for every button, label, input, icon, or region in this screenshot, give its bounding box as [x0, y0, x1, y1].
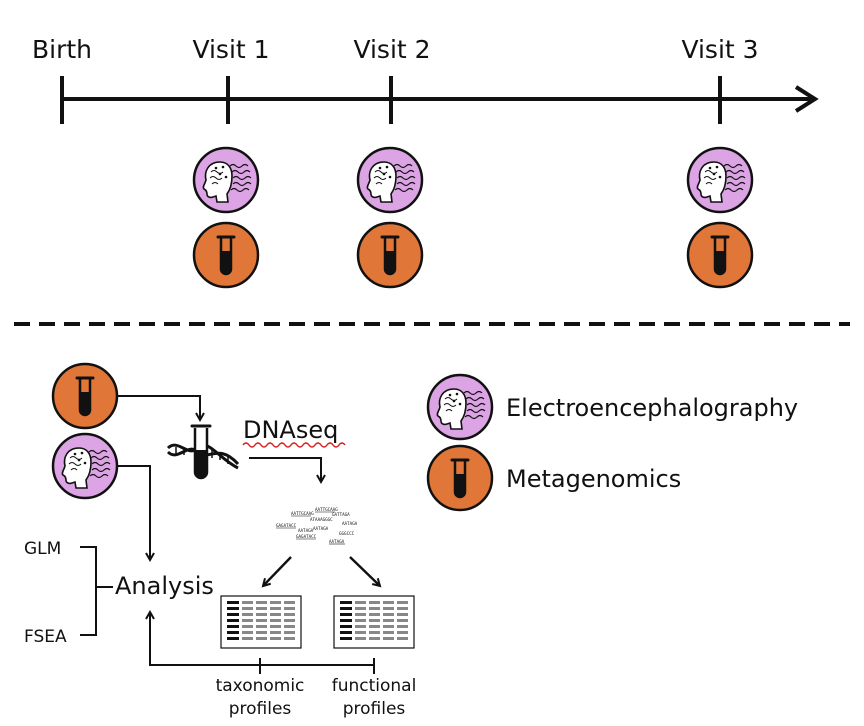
- read-2: AATTGCAAG: [291, 511, 314, 516]
- functional-label-line-2: profiles: [343, 699, 406, 719]
- label-visit-1: Visit 1: [192, 35, 269, 64]
- timeline-arrowhead: [794, 85, 819, 113]
- arrow-tube-to-sequencing: [117, 395, 200, 420]
- test-tube-icon-visit-1: [192, 221, 260, 289]
- read-11: AATAGA: [329, 539, 345, 544]
- legend-metagenomics-icon: [426, 444, 494, 512]
- arrow-to-taxonomic: [263, 556, 292, 586]
- read-7: AATAGA: [298, 528, 314, 533]
- taxonomic-table-icon: [220, 595, 302, 649]
- arrow-sequencing-to-reads: [249, 457, 321, 482]
- eeg-icon-input: [51, 432, 119, 500]
- method-glm: GLM: [24, 539, 61, 559]
- read-3: GATTAGA: [332, 512, 350, 517]
- method-fsea: FSEA: [24, 627, 67, 647]
- read-6: AATAGA: [342, 521, 358, 526]
- read-9: GGGCCC: [339, 531, 355, 536]
- eeg-icon-visit-1: [192, 146, 260, 214]
- label-birth: Birth: [32, 35, 92, 64]
- analysis-label: Analysis: [115, 572, 214, 600]
- eeg-icon-visit-3: [686, 146, 754, 214]
- legend-metagenomics-label: Metagenomics: [506, 465, 681, 493]
- read-10: GAGATACC: [296, 534, 317, 539]
- workflow: DNAseq AATTGCAAG AATTGCAAG GATTAGA ATAAA…: [24, 362, 417, 719]
- legend: Electroencephalography Metagenomics: [426, 373, 798, 512]
- label-visit-3: Visit 3: [681, 35, 758, 64]
- arrow-eeg-to-analysis: [117, 465, 150, 560]
- timeline: Birth Visit 1 Visit 2 Visit 3: [32, 35, 819, 289]
- read-4: ATAAAGGGC: [310, 517, 333, 522]
- taxonomic-label-line-2: profiles: [229, 699, 292, 719]
- legend-eeg-icon: [426, 373, 494, 441]
- eeg-icon-visit-2: [356, 146, 424, 214]
- label-visit-2: Visit 2: [353, 35, 430, 64]
- test-tube-icon-visit-2: [356, 221, 424, 289]
- read-8: AATAGA: [313, 526, 329, 531]
- functional-label-line-1: functional: [332, 676, 417, 696]
- functional-table-icon: [333, 595, 415, 649]
- spellcheck-squiggle: [242, 442, 346, 448]
- read-5: GAGATACC: [276, 523, 297, 528]
- arrow-profiles-to-analysis: [150, 612, 374, 666]
- dna-tube-icon: [166, 424, 240, 480]
- dnaseq-label: DNAseq: [243, 416, 338, 444]
- methods-bracket: [80, 546, 113, 636]
- read-1: AATTGCAAG: [315, 507, 338, 512]
- test-tube-icon-input: [51, 362, 119, 430]
- arrow-to-functional: [349, 556, 380, 586]
- sequence-reads: AATTGCAAG AATTGCAAG GATTAGA ATAAAGGGC GA…: [276, 507, 358, 545]
- test-tube-icon-visit-3: [686, 221, 754, 289]
- legend-eeg-label: Electroencephalography: [506, 394, 798, 422]
- taxonomic-label-line-1: taxonomic: [216, 676, 305, 696]
